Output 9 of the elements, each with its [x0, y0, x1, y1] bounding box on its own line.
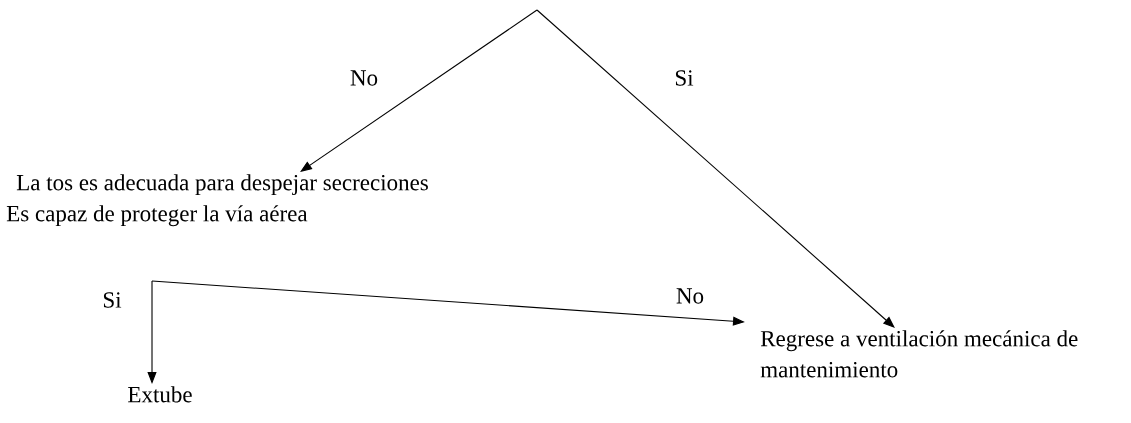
arrow [536, 9, 895, 328]
text-label: Regrese a ventilación mecánica de mantenimiento [760, 330, 1078, 378]
text-label: Extube [128, 386, 192, 403]
text-label: La tos es adecuada para despejar secreciones Es capaz de proteger la vía aérea [6, 174, 428, 227]
edge-label: Si [673, 69, 695, 87]
edge-label: No [674, 287, 706, 305]
edge-label: Si [101, 291, 123, 309]
arrow [300, 9, 538, 172]
edge-label: No [348, 69, 380, 87]
